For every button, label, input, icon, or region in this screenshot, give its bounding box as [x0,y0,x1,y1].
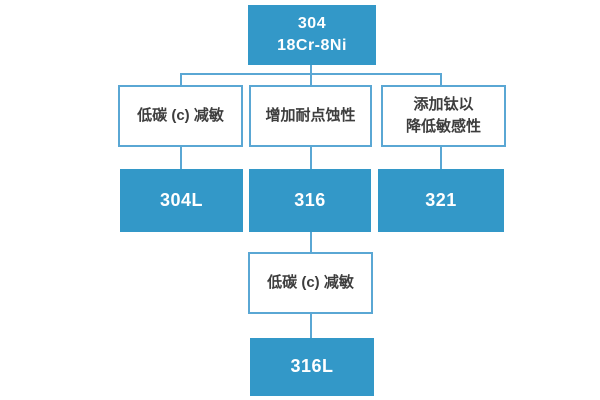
node-label: 18Cr-8Ni [277,37,347,54]
process-low-carbon-316: 低碳 (c) 减敏 [248,252,373,314]
connector-line [310,314,312,338]
connector-line [310,73,312,85]
node-label: 321 [425,189,457,210]
node-label: 316L [290,356,334,377]
process-label: 增加耐点蚀性 [265,107,356,125]
node-304L: 304L [120,169,243,232]
node-316: 316 [249,169,371,232]
process-label: 低碳 (c) 减敏 [267,274,354,292]
process-add-titanium: 添加钛以 降低敏感性 [381,85,506,147]
process-label: 添加钛以 [413,96,474,114]
connector-line [310,147,312,169]
connector-line [310,65,312,75]
connector-line [440,147,442,169]
node-321: 321 [378,169,504,232]
process-label: 降低敏感性 [405,118,481,135]
connector-line [440,73,442,85]
connector-line [310,232,312,252]
node-label: 304 [297,15,327,33]
process-label: 低碳 (c) 减敏 [137,107,224,125]
process-low-carbon-304: 低碳 (c) 减敏 [118,85,243,147]
connector-line [180,73,182,85]
connector-line [180,147,182,169]
process-pitting-resistance: 增加耐点蚀性 [249,85,372,147]
node-304-root: 304 18Cr-8Ni [248,5,376,65]
node-label: 316 [294,189,326,210]
node-316L: 316L [250,338,374,396]
node-label: 304L [159,189,204,210]
